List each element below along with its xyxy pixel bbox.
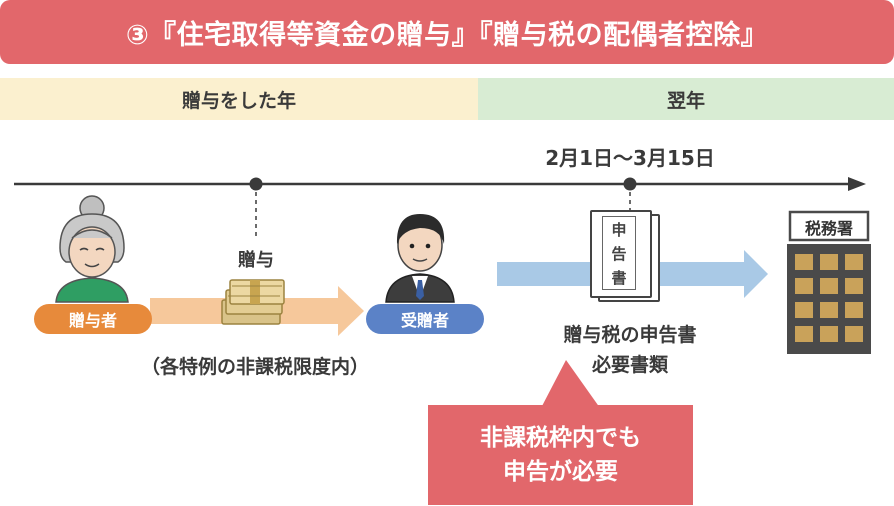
receiver-avatar-icon: [385, 214, 455, 303]
band-next-year-label: 翌年: [666, 89, 705, 112]
document-char-3: 書: [611, 268, 627, 287]
callout-line1: 非課税枠内でも: [480, 425, 641, 451]
document-caption-line2: 必要書類: [591, 354, 668, 376]
document-caption: 贈与税の申告書 必要書類: [510, 320, 750, 380]
tax-office-building-icon: [787, 210, 871, 354]
band-gift-year-label: 贈与をした年: [181, 89, 296, 112]
timeline-arrowhead: [848, 177, 866, 191]
gift-label: 贈与: [238, 250, 274, 271]
giver-badge: 贈与者: [34, 304, 152, 334]
document-caption-line1: 贈与税の申告書: [563, 324, 697, 346]
page-title: ③『住宅取得等資金の贈与』『贈与税の配偶者控除』: [125, 19, 769, 51]
giver-label: 贈与者: [68, 311, 117, 330]
band-next-year: 翌年: [478, 78, 894, 120]
filing-arrow-head: [744, 250, 768, 298]
document-char-1: 申: [611, 220, 627, 239]
cash-bundle-icon: [221, 279, 285, 325]
callout-pointer: [541, 360, 600, 408]
receiver-label: 受贈者: [400, 311, 449, 330]
callout-line2: 申告が必要: [503, 459, 618, 485]
limit-note: （各特例の非課税限度内）: [140, 356, 369, 378]
gift-arrow-head: [338, 286, 364, 336]
filing-period: 2月1日～3月15日: [545, 146, 715, 170]
document-char-2: 告: [611, 244, 627, 263]
tax-return-document-icon: 申 告 書: [584, 210, 664, 302]
title-banner: ③『住宅取得等資金の贈与』『贈与税の配偶者控除』: [0, 0, 894, 64]
giver-avatar-icon: [55, 195, 129, 303]
filing-date-marker: [623, 177, 637, 191]
tax-office-label: 税務署: [804, 219, 853, 238]
gift-date-marker: [249, 177, 263, 191]
receiver-badge: 受贈者: [366, 304, 484, 334]
filing-required-callout: 非課税枠内でも 申告が必要: [428, 405, 693, 505]
band-gift-year: 贈与をした年: [0, 78, 478, 120]
